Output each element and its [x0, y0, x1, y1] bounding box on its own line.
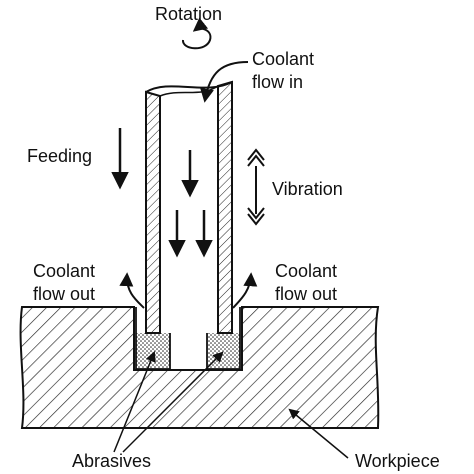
- feeding-label: Feeding: [27, 146, 92, 166]
- coolant-out-right-label-line2: flow out: [275, 284, 337, 304]
- coolant-in-label-line2: flow in: [252, 72, 303, 92]
- hollow-tool: [145, 80, 233, 334]
- rotation-arrow-icon: [182, 17, 212, 50]
- rotation-label: Rotation: [155, 4, 222, 24]
- coolant-out-left-label-line2: flow out: [33, 284, 95, 304]
- workpiece: [19, 306, 380, 429]
- coolant-out-right-label: Coolant: [275, 261, 337, 281]
- coolant-in-label: Coolant: [252, 49, 314, 69]
- coolant-out-left-arrow-icon: [119, 272, 145, 309]
- leader-lines: [113, 351, 349, 459]
- abrasive-slurry-left: [136, 333, 170, 369]
- abrasives-label: Abrasives: [72, 451, 151, 471]
- vibration-arrow-icon: [247, 148, 265, 226]
- coolant-downflow-arrows: [168, 150, 213, 258]
- coolant-in-arrow-icon: [200, 61, 249, 103]
- vibration-label: Vibration: [272, 179, 343, 199]
- coolant-out-right-arrow-icon: [232, 272, 258, 309]
- workpiece-label: Workpiece: [355, 451, 440, 471]
- coolant-out-left-label: Coolant: [33, 261, 95, 281]
